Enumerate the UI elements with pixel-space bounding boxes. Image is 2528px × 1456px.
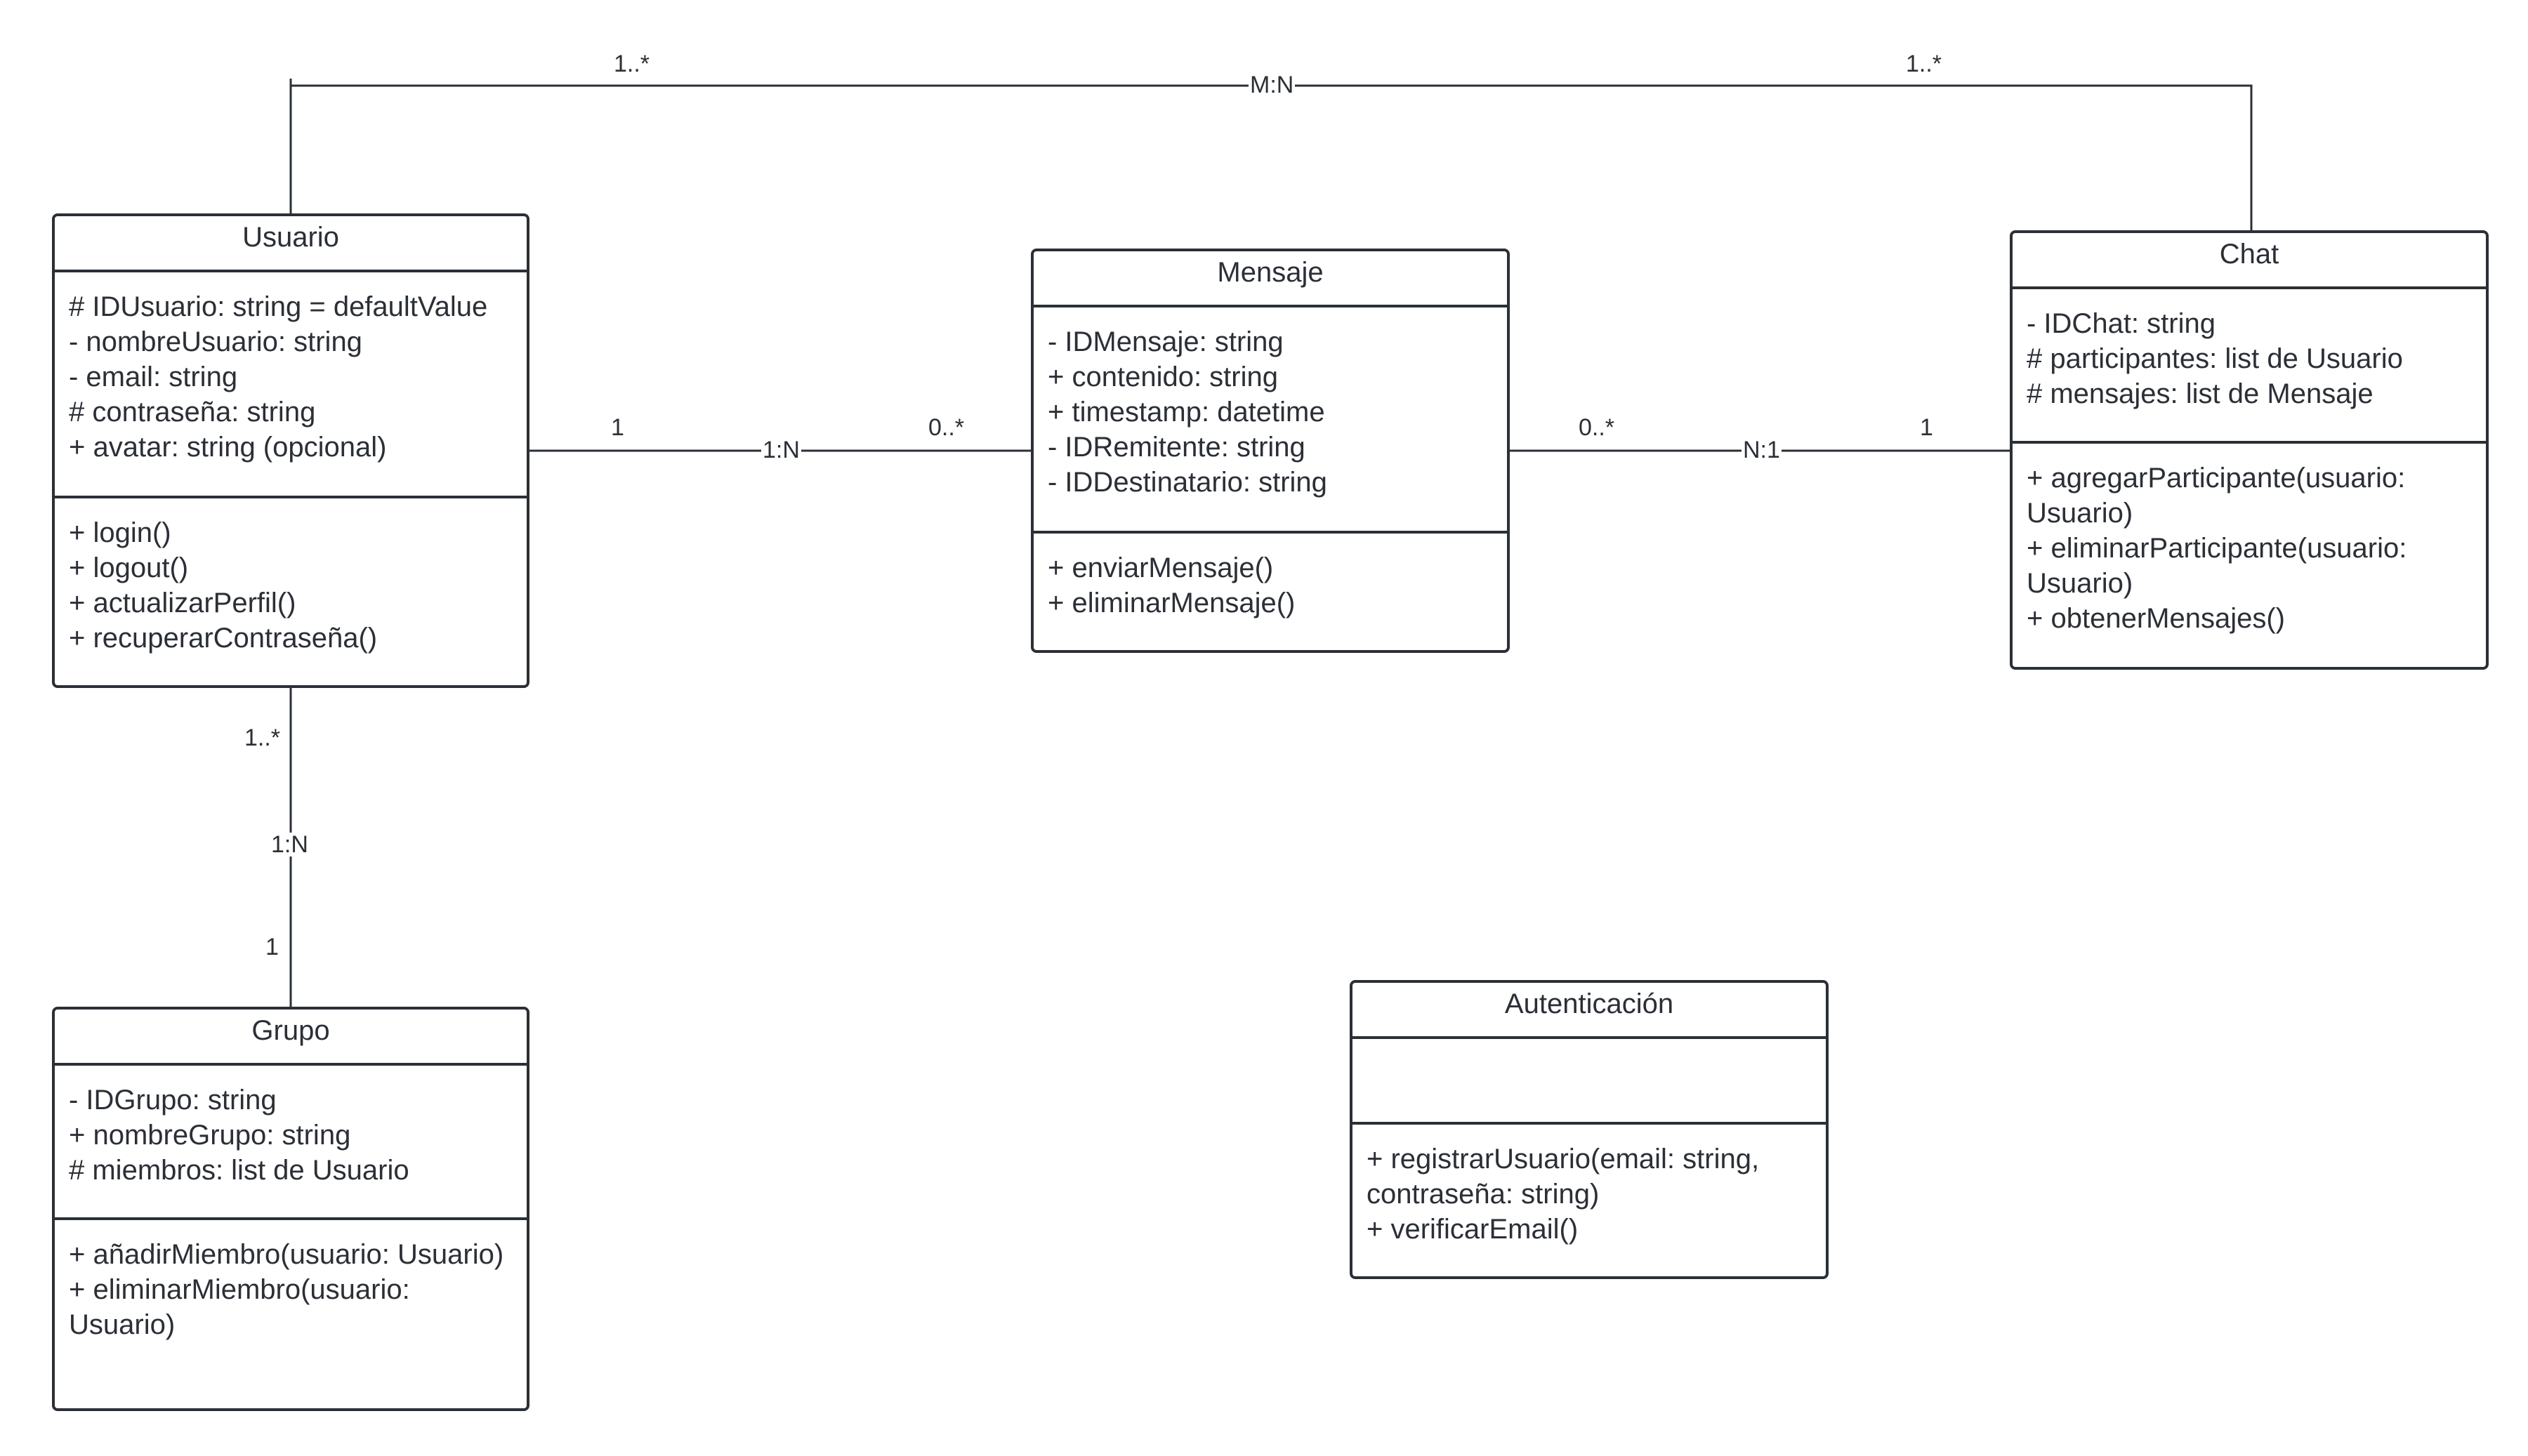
class-autenticacion-attributes xyxy=(1352,1039,1826,1125)
attribute: - IDRemitente: string xyxy=(1048,432,1305,463)
attribute: - nombreUsuario: string xyxy=(69,326,362,357)
attribute: # IDUsuario: string = defaultValue xyxy=(69,291,488,322)
attribute: # participantes: list de Usuario xyxy=(2027,343,2403,374)
class-usuario[interactable]: Usuario # IDUsuario: string = defaultVal… xyxy=(52,213,529,688)
class-mensaje-attributes: - IDMensaje: string + contenido: string … xyxy=(1034,307,1507,534)
attribute: # contraseña: string xyxy=(69,397,316,428)
mensaje-chat-relation-label: N:1 xyxy=(1742,437,1782,463)
method: + agregarParticipante(usuario: Usuario) xyxy=(2027,463,2406,529)
method: + verificarEmail() xyxy=(1367,1214,1579,1245)
usuario-chat-source-multiplicity: 1..* xyxy=(614,51,650,77)
method: + eliminarParticipante(usuario: Usuario) xyxy=(2027,533,2407,599)
method: + login() xyxy=(69,517,171,548)
class-usuario-methods: + login() + logout() + actualizarPerfil(… xyxy=(55,498,527,685)
class-autenticacion-name: Autenticación xyxy=(1352,983,1826,1039)
usuario-chat-association[interactable] xyxy=(289,84,2253,230)
class-chat-methods: + agregarParticipante(usuario: Usuario) … xyxy=(2013,444,2486,667)
attribute: + timestamp: datetime xyxy=(1048,397,1325,428)
attribute: + avatar: string (opcional) xyxy=(69,432,387,463)
attribute: # miembros: list de Usuario xyxy=(69,1155,409,1186)
attribute: - IDGrupo: string xyxy=(69,1085,277,1116)
class-grupo-attributes: - IDGrupo: string + nombreGrupo: string … xyxy=(55,1066,527,1220)
attribute: - IDMensaje: string xyxy=(1048,326,1284,357)
class-mensaje-methods: + enviarMensaje() + eliminarMensaje() xyxy=(1034,534,1507,650)
class-chat-attributes: - IDChat: string # participantes: list d… xyxy=(2013,289,2486,444)
attribute: - email: string xyxy=(69,362,238,392)
attribute: - IDChat: string xyxy=(2027,308,2216,339)
method: + logout() xyxy=(69,552,189,583)
method: + obtenerMensajes() xyxy=(2027,603,2285,634)
method: + añadirMiembro(usuario: Usuario) xyxy=(69,1239,504,1270)
usuario-grupo-source-multiplicity: 1..* xyxy=(244,724,281,751)
attribute: - IDDestinatario: string xyxy=(1048,467,1327,498)
usuario-grupo-relation-label: 1:N xyxy=(270,831,310,858)
class-mensaje[interactable]: Mensaje - IDMensaje: string + contenido:… xyxy=(1031,249,1510,653)
usuario-chat-target-multiplicity: 1..* xyxy=(1906,51,1942,77)
class-chat[interactable]: Chat - IDChat: string # participantes: l… xyxy=(2010,230,2489,670)
attribute: + contenido: string xyxy=(1048,362,1278,392)
class-autenticacion-methods: + registrarUsuario(email: string, contra… xyxy=(1352,1125,1826,1276)
class-grupo[interactable]: Grupo - IDGrupo: string + nombreGrupo: s… xyxy=(52,1007,529,1411)
method: + eliminarMensaje() xyxy=(1048,588,1296,618)
class-mensaje-name: Mensaje xyxy=(1034,251,1507,307)
usuario-chat-relation-label: M:N xyxy=(1249,72,1296,98)
class-grupo-name: Grupo xyxy=(55,1010,527,1066)
method: + enviarMensaje() xyxy=(1048,552,1274,583)
mensaje-chat-source-multiplicity: 0..* xyxy=(1579,414,1615,441)
mensaje-chat-target-multiplicity: 1 xyxy=(1920,414,1933,441)
usuario-mensaje-target-multiplicity: 0..* xyxy=(928,414,965,441)
usuario-mensaje-relation-label: 1:N xyxy=(761,437,801,463)
class-chat-name: Chat xyxy=(2013,233,2486,289)
attribute: # mensajes: list de Mensaje xyxy=(2027,378,2374,409)
class-usuario-name: Usuario xyxy=(55,216,527,272)
usuario-mensaje-source-multiplicity: 1 xyxy=(611,414,624,441)
method: + registrarUsuario(email: string, contra… xyxy=(1367,1144,1760,1210)
usuario-grupo-target-multiplicity: 1 xyxy=(265,934,279,960)
class-grupo-methods: + añadirMiembro(usuario: Usuario) + elim… xyxy=(55,1220,527,1408)
method: + eliminarMiembro(usuario: Usuario) xyxy=(69,1274,410,1340)
class-autenticacion[interactable]: Autenticación + registrarUsuario(email: … xyxy=(1350,980,1829,1279)
method: + actualizarPerfil() xyxy=(69,588,296,618)
attribute: + nombreGrupo: string xyxy=(69,1120,351,1151)
method: + recuperarContraseña() xyxy=(69,623,378,654)
class-usuario-attributes: # IDUsuario: string = defaultValue - nom… xyxy=(55,272,527,498)
